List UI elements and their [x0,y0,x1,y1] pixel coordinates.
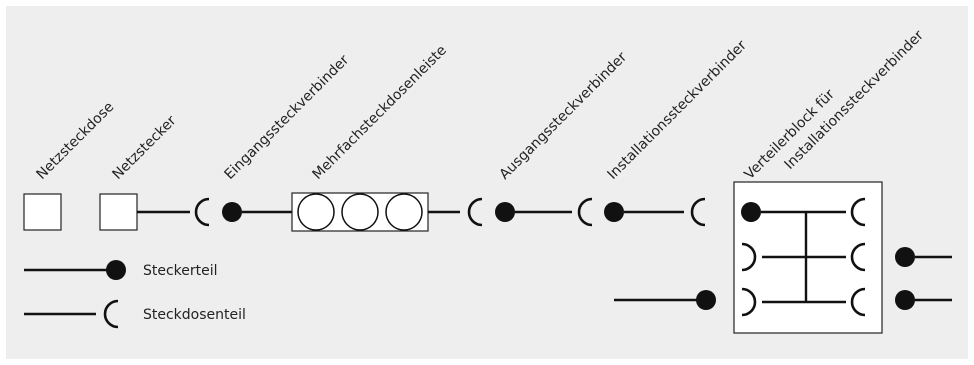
socket-symbol [850,197,866,227]
socket-symbol [741,242,757,272]
plug-symbol [696,290,716,310]
legend: Steckerteil Steckdosenteil [24,260,246,329]
plug-symbol [895,247,915,267]
outlet-circle [385,193,423,231]
outlet-circle [341,193,379,231]
plug-symbol [895,290,915,310]
netzsteckdose-box [23,193,62,231]
legend-plug-icon [106,260,126,280]
outlet-circle [297,193,335,231]
socket-symbol [467,197,483,227]
socket-symbol [850,242,866,272]
socket-symbol [850,287,866,317]
legend-plug-label: Steckerteil [143,263,218,279]
socket-symbol [194,197,210,227]
socket-symbol [690,197,706,227]
plug-symbol [741,202,761,222]
plug-symbol [604,202,624,222]
legend-socket-label: Steckdosenteil [143,307,246,323]
socket-symbol [741,287,757,317]
netzstecker-box [99,193,138,231]
plug-symbol [222,202,242,222]
plug-symbol [495,202,515,222]
socket-symbol [577,197,593,227]
legend-socket-icon [103,299,119,329]
